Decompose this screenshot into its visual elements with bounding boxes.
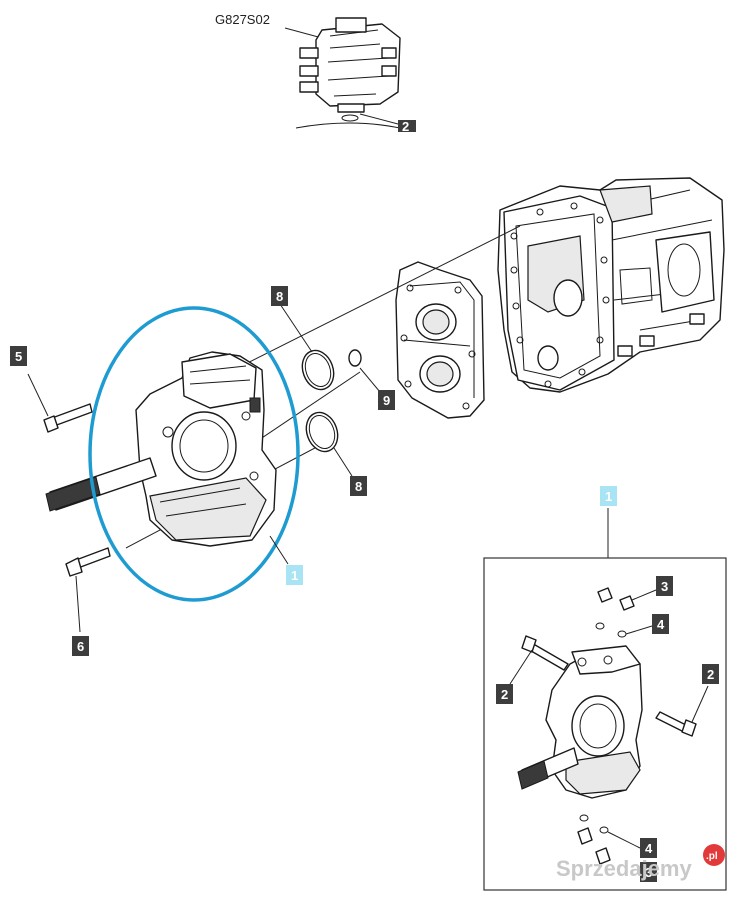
o-ring-9 [348,349,362,367]
watermark-badge-text: .pl [706,851,718,862]
svg-text:8: 8 [276,289,283,304]
callout-6: 6 [72,575,89,656]
callout-4-detail-bottom: 4 [607,831,657,858]
svg-text:9: 9 [383,393,390,408]
housing-bore-lower [537,345,559,371]
bolt-5 [43,403,93,433]
detail-view: 1 [483,486,727,891]
svg-text:6: 6 [77,639,84,654]
intermediate-plate [395,261,485,419]
svg-text:4: 4 [645,841,653,856]
housing-bore-upper [553,279,583,317]
callout-1-detail-label: 1 [605,489,612,504]
watermark: Sprzedajemy .pl [556,844,725,881]
thumbnail-pump-body [315,23,401,107]
callout-9: 9 [359,367,395,410]
svg-text:5: 5 [15,349,22,364]
callout-3-detail: 3 [631,576,673,601]
callout-8-lower: 8 [333,447,367,496]
watermark-text: Sprzedajemy [556,856,692,881]
svg-text:3: 3 [645,865,652,880]
pump-top-block [181,353,257,409]
callout-1-main: 1 [269,535,303,585]
watermark-badge-icon [703,844,725,866]
svg-text:8: 8 [355,479,362,494]
callout-top-ref-label: 2 [402,119,409,134]
svg-text:1: 1 [291,568,298,583]
callout-4-detail-top: 4 [625,614,669,635]
bolt-6 [65,547,111,577]
thumbnail-top-block [335,17,367,33]
transmission-housing [497,177,725,393]
highlight-ellipse [88,306,300,602]
o-ring-8-upper [301,349,335,391]
o-ring-8-lower [305,411,339,453]
callout-8-upper: 8 [271,286,313,353]
svg-text:2: 2 [707,667,714,682]
pump-gear-cover [171,411,237,481]
callout-1-detail [600,486,617,506]
svg-text:4: 4 [657,617,665,632]
svg-text:2: 2 [501,687,508,702]
callout-2-detail-right: 2 [691,664,719,723]
reference-leader [284,27,323,39]
svg-text:3: 3 [661,579,668,594]
callout-top-ref [398,120,416,132]
callout-5: 5 [10,346,49,417]
reference-thumbnail: G827S02 2 [215,12,416,134]
callout-2-detail-left: 2 [496,649,533,704]
hydraulic-pump-assembly [45,351,277,547]
reference-code-label: G827S02 [215,12,270,27]
callout-3-detail-bottom: 3 [640,862,657,882]
